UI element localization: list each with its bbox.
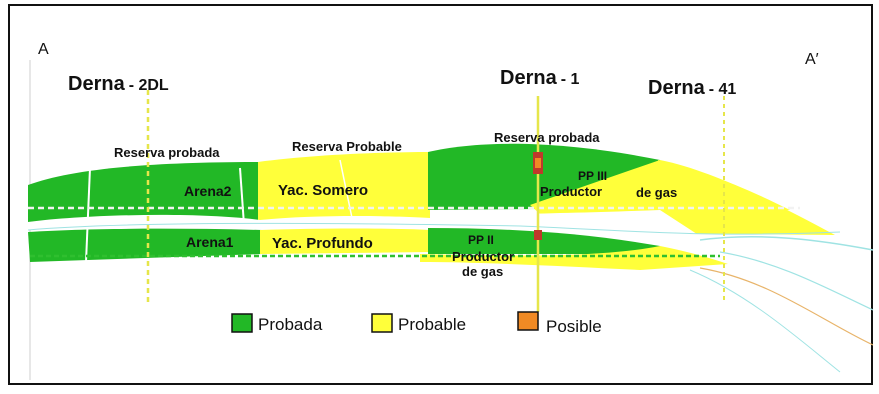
orange-horizon-line bbox=[699, 267, 874, 346]
label-reserve-proved-left: Reserva probada bbox=[114, 145, 220, 160]
teal-horizon-line bbox=[699, 235, 874, 251]
arena1-proved-right bbox=[428, 228, 660, 254]
well-name-derna-2dl: Derna- 2DL bbox=[68, 73, 169, 95]
label-pp3-productor: Productor bbox=[540, 184, 602, 199]
possible-marker-lower bbox=[534, 230, 542, 240]
legend-swatch-proved bbox=[231, 313, 253, 333]
teal-horizon-line-3 bbox=[689, 269, 841, 373]
label-pp2: PP II bbox=[468, 233, 494, 247]
arena1-probable-middle bbox=[260, 228, 430, 254]
arena1-probable-tail bbox=[420, 246, 728, 270]
label-pp3: PP III bbox=[578, 169, 607, 183]
fault-line bbox=[85, 167, 91, 263]
well-name-derna-41: Derna- 41 bbox=[648, 77, 736, 99]
label-reserve-probable: Reserva Probable bbox=[292, 139, 402, 154]
horizon-line bbox=[27, 222, 841, 235]
inter-reservoir-gap bbox=[28, 210, 700, 236]
label-arena2: Arena2 bbox=[184, 183, 232, 199]
arena2-probable-middle bbox=[258, 152, 430, 220]
teal-horizon-line-2 bbox=[719, 251, 874, 311]
label-yac-somero: Yac. Somero bbox=[278, 182, 368, 199]
label-pp2-productor: Productor bbox=[452, 249, 514, 264]
corner-label-right: A′ bbox=[805, 51, 819, 68]
legend-label-possible: Posible bbox=[546, 317, 602, 336]
legend-swatch-probable bbox=[371, 313, 393, 333]
legend-swatch-possible bbox=[517, 311, 539, 331]
label-pp2-gas: de gas bbox=[462, 264, 503, 279]
possible-marker-upper-core bbox=[535, 158, 541, 168]
label-pp3-gas: de gas bbox=[636, 185, 677, 200]
label-arena1: Arena1 bbox=[186, 234, 234, 250]
corner-label-left: A bbox=[38, 41, 49, 58]
legend-label-probable: Probable bbox=[398, 315, 466, 334]
legend-label-proved: Probada bbox=[258, 315, 323, 334]
label-yac-profundo: Yac. Profundo bbox=[272, 235, 373, 252]
label-reserve-proved-right: Reserva probada bbox=[494, 130, 600, 145]
fault-line bbox=[239, 167, 245, 226]
well-name-derna-1: Derna- 1 bbox=[500, 67, 579, 89]
legend: Probada Probable Posible bbox=[231, 311, 602, 336]
